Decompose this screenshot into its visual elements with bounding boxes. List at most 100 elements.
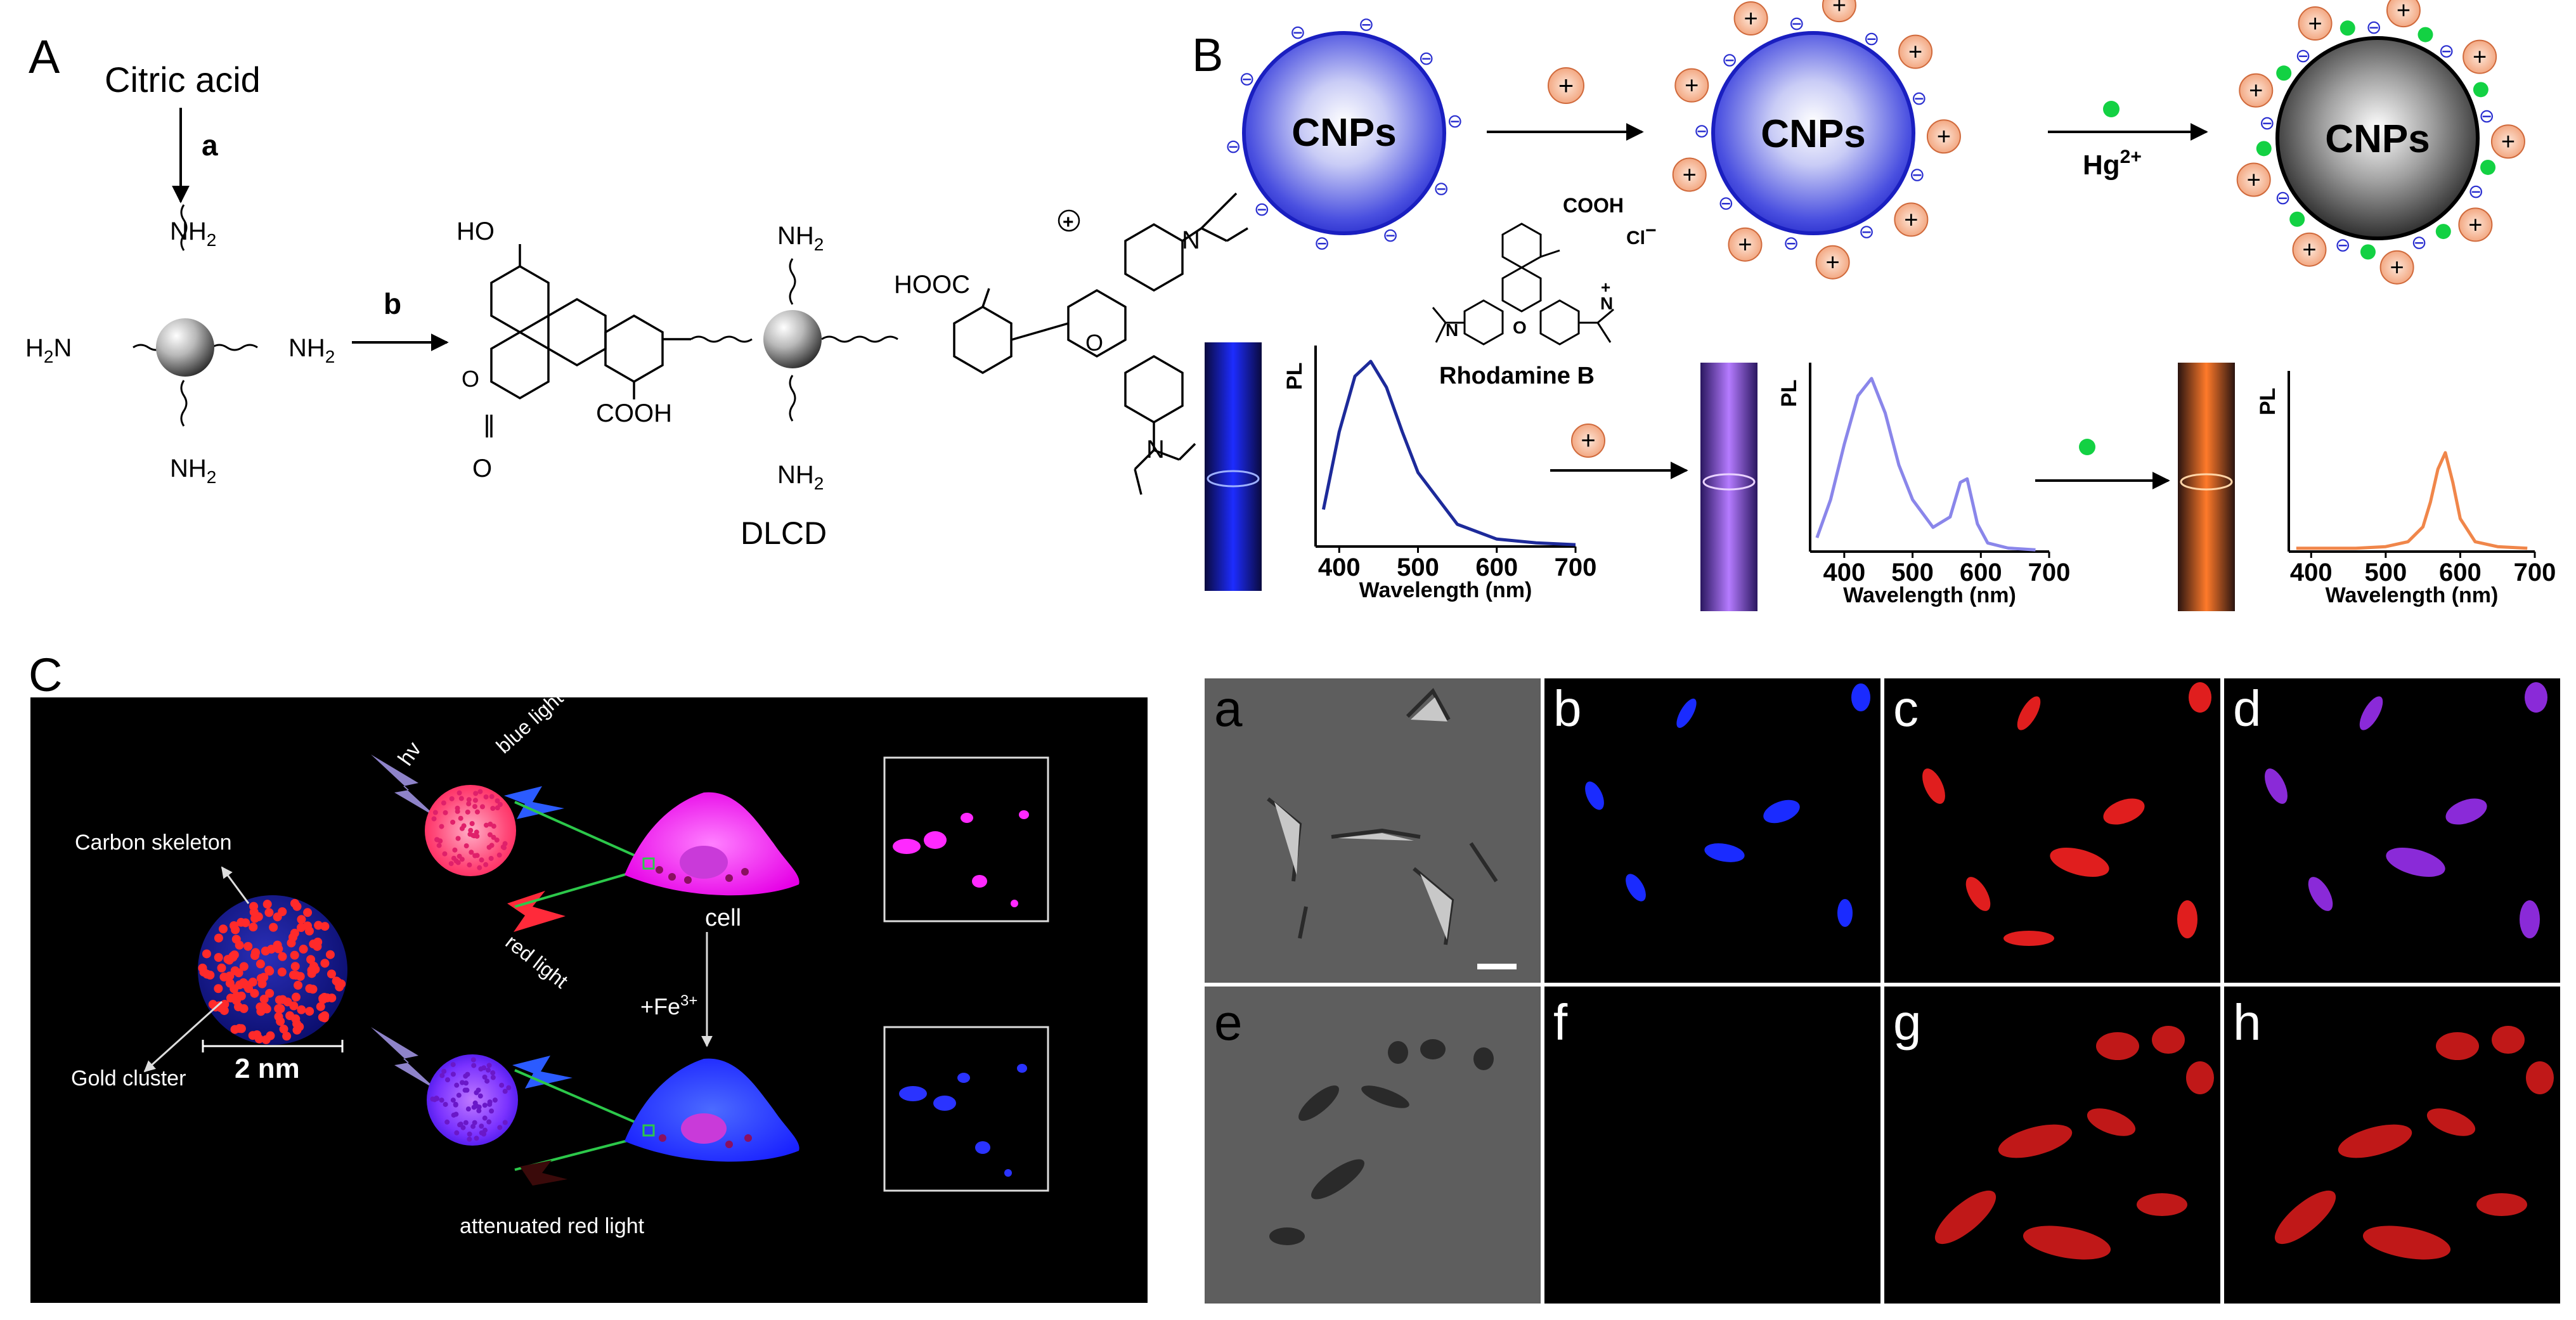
cluster-dot <box>431 816 437 822</box>
positive-charge <box>1894 202 1929 237</box>
tick-label: 500 <box>1397 553 1439 581</box>
cluster-dot <box>217 963 226 973</box>
cluster-dot <box>278 952 287 961</box>
cluster-dot <box>443 810 448 815</box>
negative-charge: ⊖ <box>1447 110 1463 133</box>
tick-label: 700 <box>2514 559 2556 586</box>
cluster-dot <box>297 1005 306 1014</box>
pl-curve <box>1321 359 1576 547</box>
inset-blue <box>883 1026 1049 1192</box>
cluster-dot <box>288 933 298 942</box>
cluster-dot <box>273 912 282 922</box>
positive-charge <box>1672 157 1707 192</box>
cluster-dot <box>463 1080 469 1086</box>
cluster-dot <box>489 843 495 848</box>
cluster-dot <box>441 800 446 806</box>
cluster-dot <box>490 1070 496 1076</box>
cluster-dot <box>243 941 253 951</box>
blue-light-bolt-2 <box>512 1056 573 1089</box>
blue-light-bolt <box>504 786 564 819</box>
cnp-rhb: CNPs <box>1711 31 1915 235</box>
cluster-dot <box>266 1031 275 1040</box>
svg-text:Hg2+: Hg2+ <box>2083 146 2142 181</box>
cluster-dot <box>278 995 287 1004</box>
cluster-dot <box>474 833 480 839</box>
cluster-dot <box>467 862 472 868</box>
positive-charge-sign: + <box>1937 124 1951 150</box>
cluster-dot <box>465 809 470 815</box>
cluster-dot <box>439 1097 444 1103</box>
positive-charge <box>2463 39 2497 74</box>
cluster-dot <box>325 950 335 959</box>
cluster-dot <box>299 945 308 954</box>
cluster-dot <box>496 852 502 858</box>
cluster-dot <box>250 988 259 998</box>
cluster-dot <box>269 922 278 932</box>
positive-charge-sign: + <box>1738 232 1752 259</box>
cluster-dot <box>455 808 460 814</box>
rhodamine-structure <box>953 192 1248 495</box>
cluster-dot <box>454 1130 460 1136</box>
hg-ion <box>2276 65 2292 81</box>
vial-1 <box>1205 342 1262 591</box>
svg-text:COOH: COOH <box>1563 194 1624 217</box>
rhodamine-b-molecule <box>1432 223 1614 346</box>
cluster-dot <box>483 794 489 799</box>
positive-charge-sign: + <box>2302 237 2316 264</box>
negative-charge: ⊖ <box>2335 234 2351 256</box>
positive-charge <box>1822 0 1856 23</box>
cluster-dot <box>471 1063 477 1068</box>
cluster-dot <box>318 993 328 1003</box>
tick-label: 700 <box>2028 559 2071 586</box>
cluster-dot <box>306 955 316 964</box>
cluster-dot <box>248 1031 257 1040</box>
cluster-dot <box>463 843 469 849</box>
cluster-dot <box>450 819 456 825</box>
micrograph-label-d: d <box>2233 680 2262 737</box>
negative-charge: ⊖ <box>1909 164 1925 186</box>
x-axis-label: Wavelength (nm) <box>1359 578 1532 602</box>
cluster-dot <box>288 970 298 980</box>
vial-3 <box>2178 363 2235 611</box>
negative-charge: ⊖ <box>2295 45 2311 67</box>
carbon-skeleton-label: Carbon skeleton <box>75 831 232 855</box>
cluster-dot <box>464 1087 470 1093</box>
svg-text:Cl−: Cl− <box>1626 220 1657 249</box>
negative-charge: ⊖ <box>1859 221 1875 243</box>
cluster-dot <box>290 962 300 971</box>
cluster-dot <box>307 966 316 975</box>
cell-label: cell <box>705 905 741 931</box>
cluster-dot <box>470 1057 476 1063</box>
cluster-dot <box>450 1071 456 1077</box>
cluster-dot <box>234 968 243 978</box>
cluster-dot <box>259 994 269 1004</box>
cation-icon-2: + <box>1571 424 1605 458</box>
negative-charge: ⊖ <box>1383 224 1399 247</box>
svg-text:NH2: NH2 <box>777 222 824 254</box>
positive-charge-sign: + <box>2468 212 2482 238</box>
positive-charge-sign: + <box>1825 250 1839 276</box>
positive-charge-sign: + <box>1904 207 1918 233</box>
cluster-dot <box>463 1120 469 1125</box>
hg-ion <box>2435 224 2451 240</box>
tick-label: 700 <box>1555 553 1597 581</box>
cation-icon: + <box>1548 67 1584 104</box>
negative-charge: ⊖ <box>2468 181 2484 203</box>
cluster-dot <box>274 1004 283 1013</box>
positive-charge-sign: + <box>2249 78 2263 105</box>
cluster-dot <box>467 1131 472 1137</box>
svg-text:O: O <box>462 366 479 392</box>
positive-charge <box>1674 68 1709 103</box>
micrograph-g <box>1884 987 2220 1304</box>
cluster-dot <box>304 926 314 936</box>
svg-text:COOH: COOH <box>596 399 672 427</box>
negative-charge: ⊖ <box>1863 28 1879 50</box>
cluster-dot <box>219 924 228 934</box>
svg-text:O: O <box>1085 330 1103 356</box>
step-b-label: b <box>384 287 401 320</box>
tick-label: 400 <box>1823 559 1865 586</box>
cluster-dot <box>479 804 485 810</box>
